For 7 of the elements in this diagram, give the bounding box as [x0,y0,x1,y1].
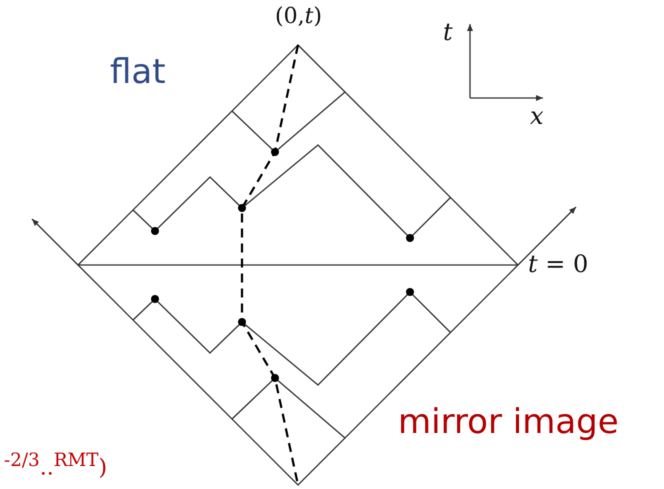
region-label: flat [110,55,166,89]
caption-fragment: $^{-2/3}$..$^{RMT}$) [4,452,108,480]
point-label: (0,t) [275,6,322,28]
axis-label: x [530,104,544,128]
axis-label: t [443,20,453,44]
region-label: mirror image [398,405,619,439]
line-label: t = 0 [528,252,588,276]
